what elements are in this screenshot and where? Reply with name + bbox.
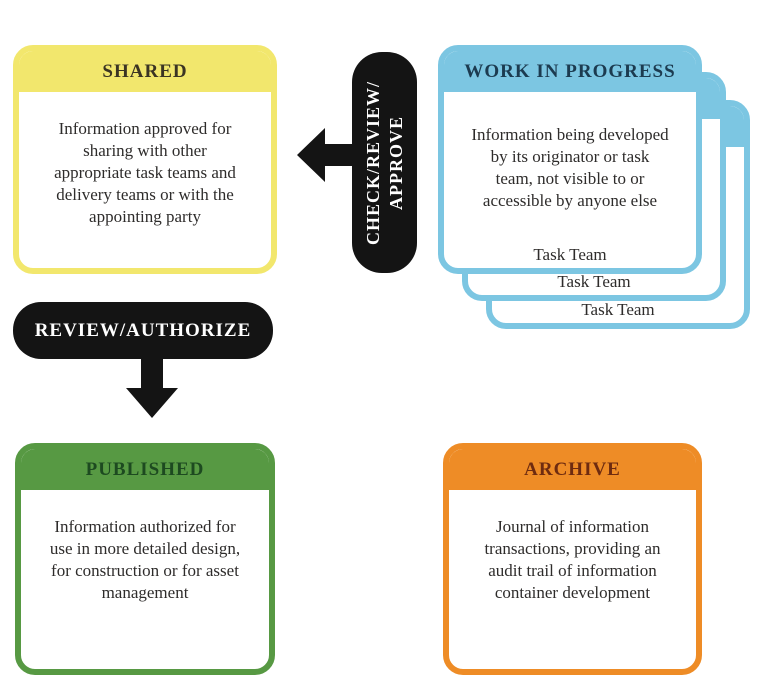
work-in-progress-title: WORK IN PROGRESS: [444, 51, 696, 92]
left-arrow-icon: [297, 128, 354, 182]
archive-card: ARCHIVE Journal of information transacti…: [443, 443, 702, 675]
check-review-approve-label: CHECK/REVIEW/ APPROVE: [362, 80, 406, 245]
work-in-progress-card: WORK IN PROGRESS Information being devel…: [438, 45, 702, 274]
down-arrow-icon: [126, 358, 178, 418]
task-team-label: Task Team: [557, 272, 631, 291]
shared-card: SHARED Information approved for sharing …: [13, 45, 277, 274]
shared-title: SHARED: [19, 51, 271, 92]
task-team-label: Task Team: [581, 300, 655, 319]
check-review-approve-pill: CHECK/REVIEW/ APPROVE: [352, 52, 417, 273]
published-title: PUBLISHED: [21, 449, 269, 490]
published-description: Information authorized for use in more d…: [49, 517, 241, 602]
archive-description: Journal of information transactions, pro…: [484, 517, 661, 602]
task-team-label: Task Team: [533, 245, 607, 264]
shared-description: Information approved for sharing with ot…: [54, 119, 236, 226]
review-authorize-pill: REVIEW/AUTHORIZE: [13, 302, 273, 359]
archive-title: ARCHIVE: [449, 449, 696, 490]
published-card: PUBLISHED Information authorized for use…: [15, 443, 275, 675]
review-authorize-label: REVIEW/AUTHORIZE: [34, 319, 252, 341]
work-in-progress-description: Information being developed by its origi…: [471, 125, 669, 210]
